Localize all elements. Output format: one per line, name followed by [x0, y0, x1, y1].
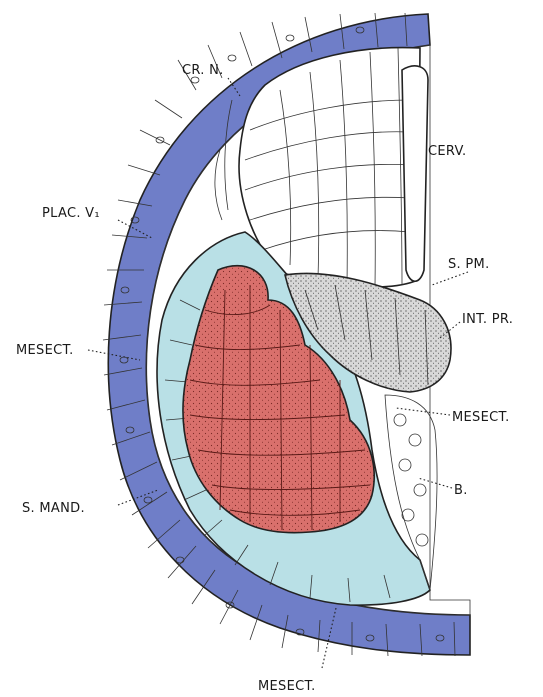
label-s-mand: S. MAND.: [22, 501, 85, 516]
label-b: B.: [454, 483, 468, 498]
label-mesect-right: MESECT.: [452, 410, 510, 425]
label-mesect-bottom: MESECT.: [258, 679, 316, 694]
leader-mesect-right: [396, 408, 450, 415]
label-plac-v1: PLAC. V₁: [42, 206, 100, 221]
leader-b: [418, 478, 452, 488]
label-s-pm: S. PM.: [448, 257, 490, 272]
label-cerv: CERV.: [428, 144, 466, 159]
label-cr-n: CR. N.: [182, 63, 224, 78]
central-canal: [402, 66, 428, 281]
b-region-cells: [394, 414, 428, 546]
label-mesect-left: MESECT.: [16, 343, 74, 358]
label-int-pr: INT. PR.: [462, 312, 513, 327]
leader-s-pm: [432, 272, 468, 285]
